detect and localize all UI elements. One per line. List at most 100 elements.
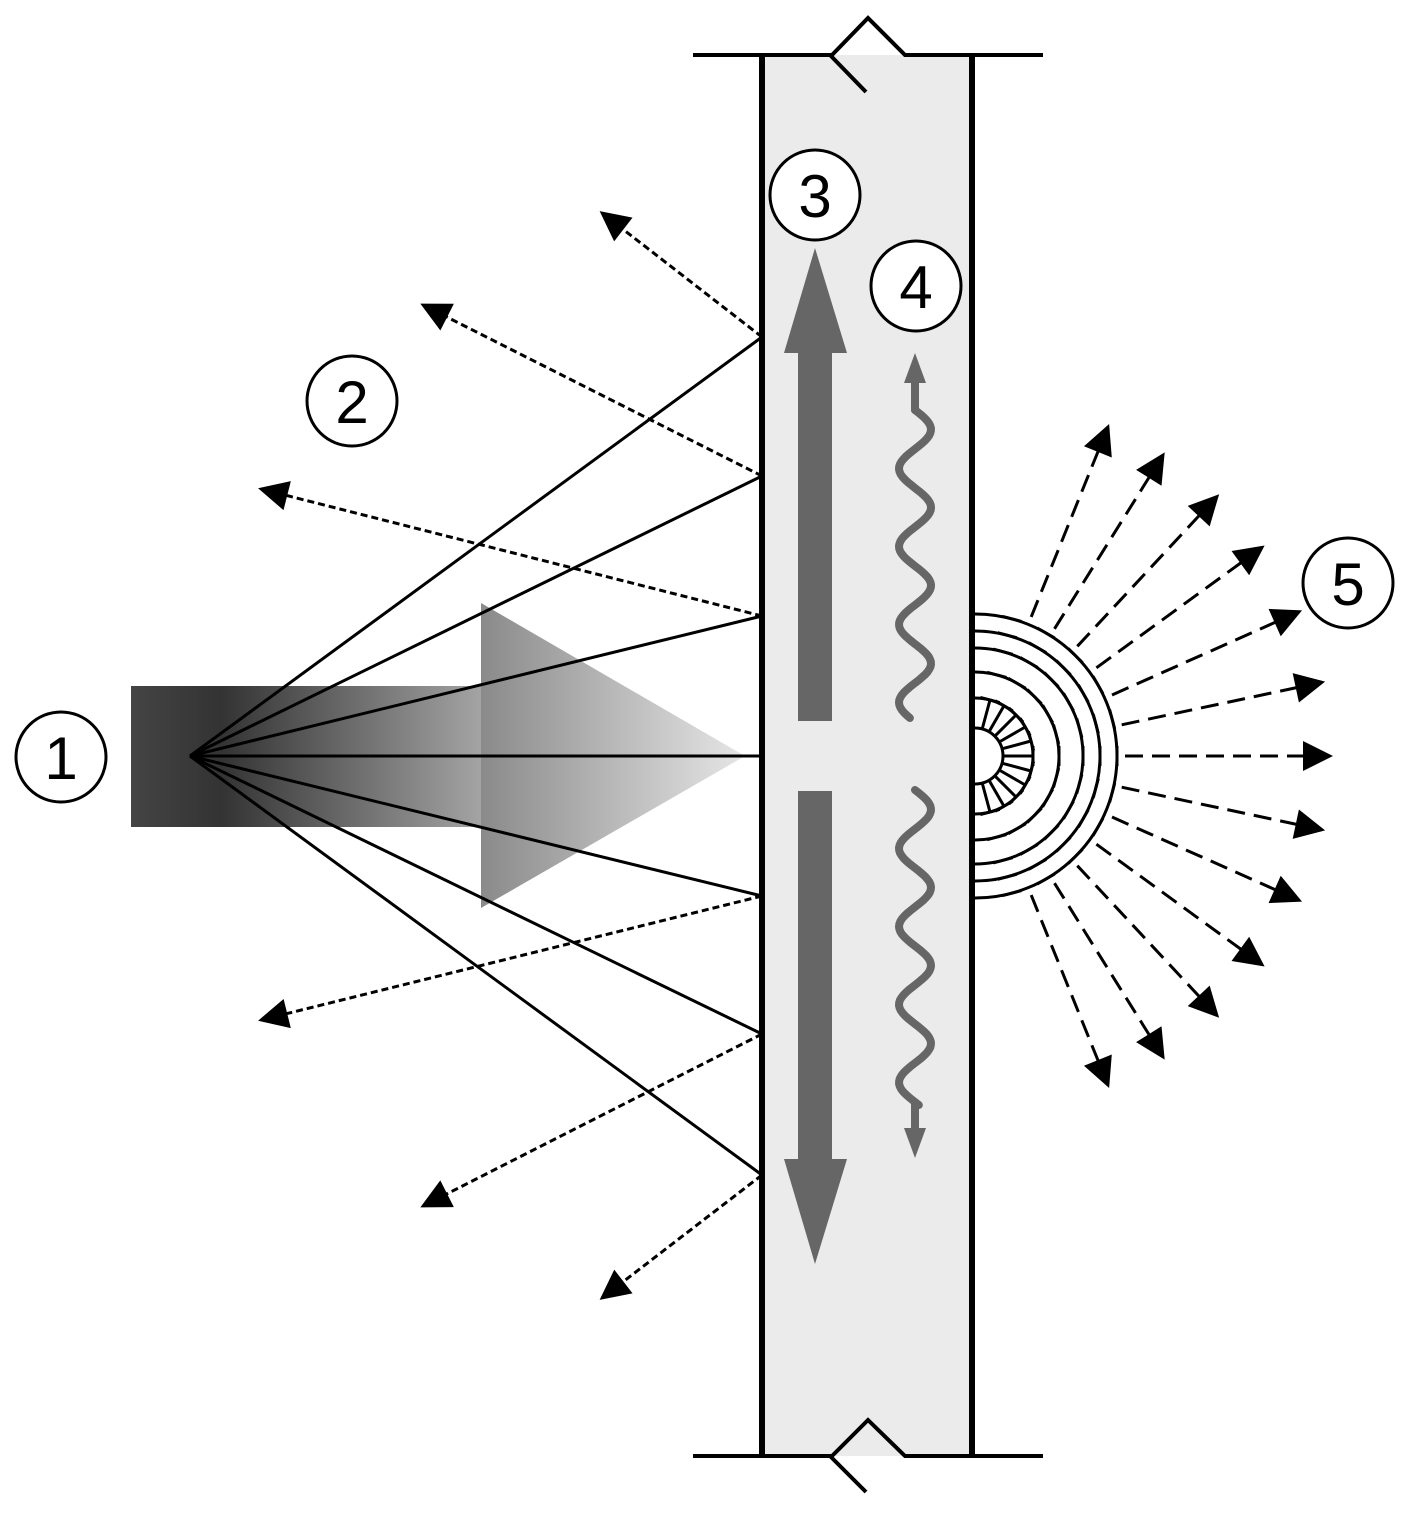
vibration-arrow-down-head — [904, 1128, 926, 1158]
label-1-text: 1 — [44, 725, 77, 792]
radiation-spoke — [1001, 739, 1032, 751]
incident-ray — [189, 754, 763, 1177]
label-4-circle — [869, 239, 963, 333]
radiation-tick — [1075, 773, 1084, 794]
radiation-tick — [986, 670, 1007, 679]
radiation-tick — [997, 872, 1018, 881]
radiation-tick — [1043, 824, 1060, 841]
wall-break-line-top — [693, 15, 1043, 57]
reflected-ray-arrow — [420, 303, 763, 478]
radiated-ray-arrow — [1121, 785, 1326, 839]
radiation-spoke — [980, 782, 992, 813]
radiation-tick — [1055, 659, 1072, 676]
radiation-tick — [1028, 857, 1047, 871]
radiation-tick — [1091, 675, 1105, 695]
label-3-circle — [768, 148, 862, 242]
radiation-tick — [1076, 684, 1090, 703]
label-1-circle — [14, 710, 108, 804]
vibration-waves — [894, 353, 936, 1158]
down-arrow-shaft — [798, 791, 832, 1164]
vibration-wave-upper — [894, 406, 936, 722]
vibration-wave-lower — [894, 786, 936, 1109]
radiation-spoke — [980, 699, 992, 730]
wall-break-line-top-cut — [828, 53, 868, 94]
reflected-ray-arrow — [599, 211, 763, 339]
label-2-circle — [305, 354, 399, 448]
radiation-tick — [1052, 767, 1061, 788]
radiation-tick — [1007, 822, 1027, 836]
radiation-tick — [1076, 809, 1090, 828]
radiation-spoke — [998, 725, 1026, 744]
reflected-ray-arrow — [599, 1173, 763, 1300]
radiation-tick — [1062, 692, 1075, 712]
incident-ray — [189, 754, 763, 898]
radiation-tick — [1043, 671, 1060, 688]
radiation-tick — [1091, 817, 1105, 837]
radiation-tick — [1019, 843, 1039, 856]
radiation-tick — [1108, 709, 1117, 730]
radiation-tick — [1075, 718, 1084, 739]
radiation-tick — [1001, 614, 1022, 623]
radiated-ray-arrow — [1095, 545, 1265, 670]
radiation-tick — [1001, 889, 1022, 898]
radiation-tick — [1026, 688, 1043, 705]
reflected-ray-arrow — [258, 481, 763, 618]
label-4: 4 — [869, 239, 963, 333]
radiation-tick — [1055, 836, 1072, 853]
radiation-tick — [992, 647, 1013, 656]
radiation-tick — [1026, 807, 1043, 824]
down-arrow-head — [784, 1159, 847, 1264]
reflected-rays — [258, 211, 763, 1300]
radiation-tick — [1091, 778, 1100, 799]
label-5-text: 5 — [1331, 551, 1364, 618]
radiated-ray-arrow — [1029, 894, 1112, 1088]
radiation-tick — [1108, 782, 1117, 803]
label-5-circle — [1301, 536, 1395, 630]
radiation-tick — [997, 631, 1018, 640]
radiation-spoke — [998, 768, 1026, 787]
radiated-rays — [1029, 424, 1333, 1088]
reflected-ray-arrow — [420, 1032, 763, 1208]
label-5: 5 — [1301, 536, 1395, 630]
radiation-tick — [1052, 724, 1061, 745]
radiation-tick — [1036, 872, 1056, 886]
label-2-text: 2 — [335, 369, 368, 436]
radiation-tick — [1007, 676, 1027, 690]
radiation-tick — [1067, 647, 1084, 664]
radiation-tick — [980, 807, 1001, 817]
radiation-tick — [1091, 713, 1100, 734]
radiation-tick — [992, 856, 1013, 865]
radiation-ring — [974, 726, 1005, 786]
label-2: 2 — [305, 354, 399, 448]
radiation-spoke — [993, 713, 1018, 738]
radiated-ray-arrow — [1029, 424, 1112, 618]
incident-ray — [189, 474, 763, 758]
radiation-tick — [1036, 626, 1056, 640]
radiation-spoke — [993, 774, 1018, 799]
vibration-arrow-up-head — [904, 353, 926, 383]
radiation-tick — [1028, 641, 1047, 655]
radiation-rings — [974, 612, 1119, 900]
label-1: 1 — [14, 710, 108, 804]
wall-break-line-bottom-cut — [828, 1454, 868, 1494]
radiation-ring — [974, 612, 1119, 900]
radiation-tick — [1041, 788, 1055, 808]
radiation-tick — [1062, 800, 1075, 820]
label-4-text: 4 — [899, 254, 932, 321]
radiation-spoke — [1001, 761, 1032, 773]
up-arrow-shaft — [798, 348, 832, 721]
radiated-ray-arrow — [1111, 815, 1303, 904]
radiation-tick — [1067, 848, 1084, 865]
radiation-spoke — [987, 779, 1006, 807]
radiation-tick — [1041, 704, 1055, 724]
radiated-ray-arrow — [1076, 494, 1220, 648]
flanking-transmission — [784, 248, 847, 1264]
radiated-ray-arrow — [1076, 864, 1220, 1018]
radiated-ray-arrow — [1121, 673, 1326, 727]
radiation-tick — [986, 833, 1007, 842]
label-3-text: 3 — [798, 163, 831, 230]
incident-rays — [189, 335, 763, 1177]
radiated-ray-arrow — [1053, 882, 1165, 1060]
reflected-ray-arrow — [258, 894, 763, 1029]
